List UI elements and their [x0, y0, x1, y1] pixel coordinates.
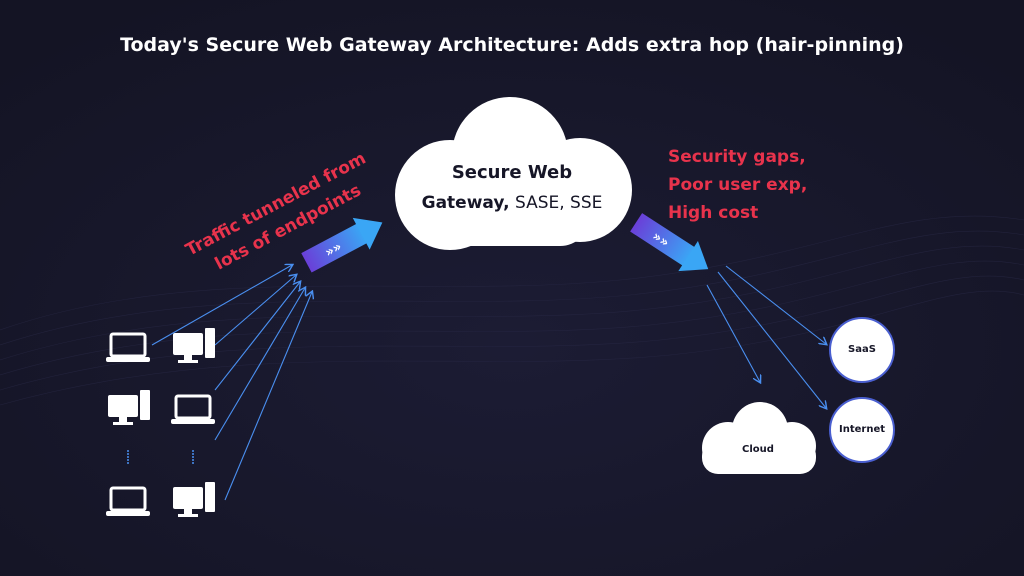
saas-label: SaaS [848, 344, 876, 355]
right-note-line1: Security gaps, [668, 147, 806, 167]
cloud-destination [702, 402, 816, 474]
gateway-label-line1: Secure Web [451, 162, 573, 183]
endpoint-grid [106, 328, 215, 517]
laptop-icon [106, 332, 150, 362]
laptop-icon [106, 486, 150, 516]
more-devices-ellipsis [127, 450, 129, 464]
laptop-icon [171, 394, 215, 424]
right-note: Security gaps, Poor user exp, High cost [668, 143, 807, 227]
endpoint-lines [151, 265, 312, 501]
internet-label: Internet [838, 424, 885, 435]
desktop-icon [108, 390, 150, 425]
inbound-arrow: »» [301, 217, 383, 273]
desktop-icon [173, 482, 215, 517]
right-note-line3: High cost [668, 203, 759, 223]
gateway-label-bold: Gateway, [421, 193, 510, 213]
gateway-label-rest: SASE, SSE [509, 193, 603, 213]
more-devices-ellipsis [192, 450, 194, 464]
svg-text:»»: »» [323, 240, 345, 261]
gateway-cloud [395, 97, 632, 250]
internet-node [829, 397, 895, 463]
saas-node [829, 317, 895, 383]
page-title: Today's Secure Web Gateway Architecture:… [120, 34, 904, 56]
outbound-lines [706, 265, 826, 408]
outbound-arrow: »» [630, 213, 709, 272]
right-note-line2: Poor user exp, [668, 175, 808, 195]
gateway-label-line2: Gateway, SASE, SSE [398, 193, 626, 213]
cloud-label: Cloud [742, 444, 774, 455]
desktop-icon [173, 328, 215, 363]
